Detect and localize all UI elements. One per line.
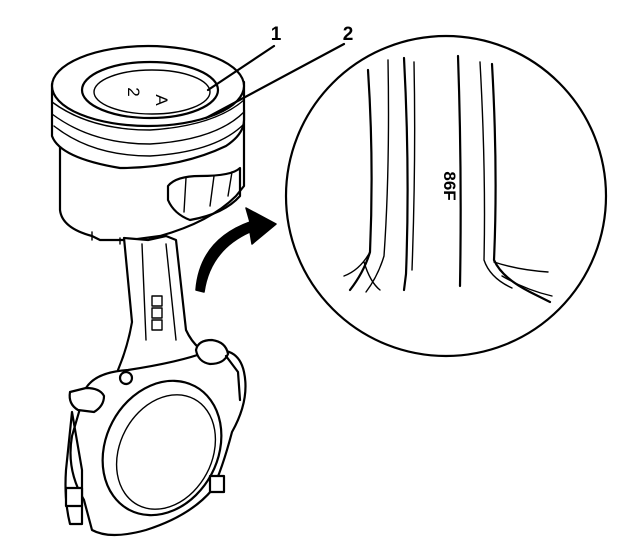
pin-boss-detail [183, 171, 233, 213]
rod-cap-bolt-right [194, 338, 230, 366]
rod-big-end-bore [101, 379, 223, 517]
rod-stamp-box-2 [151, 307, 163, 319]
callout-1-leader [206, 44, 276, 92]
callout-2-number: 2 [343, 24, 354, 45]
rod-identification-stamp: 86F [440, 171, 459, 200]
crown-mark-a: A [152, 94, 171, 106]
crown-mark-2: 2 [124, 87, 143, 96]
rod-oil-hole [118, 370, 134, 386]
piston-crown-bowl [93, 69, 211, 115]
detail-flare-right [493, 261, 553, 297]
rod-cap-nut-bottom [208, 474, 226, 494]
detail-beam-left-inner-2 [411, 61, 416, 271]
callout-2-leader [204, 42, 346, 120]
ring-groove-3 [53, 123, 245, 157]
detail-arrow [195, 207, 277, 293]
piston-crown-inner-ring [80, 60, 220, 120]
rod-big-end-bore-inner [115, 394, 217, 510]
ring-groove-1 [51, 99, 245, 131]
detail-beam-left-mid [365, 59, 390, 293]
rod-beam-rib-right [165, 243, 177, 341]
rod-cap-bolt-left [68, 386, 106, 414]
detail-beam-right-mid [479, 61, 513, 289]
callout-2: 2 [204, 24, 354, 120]
detail-circle [284, 34, 608, 358]
detail-arrow-body [195, 207, 277, 293]
detail-beam-left-inner [402, 56, 409, 292]
connecting-rod [64, 234, 247, 537]
rod-beam-rib-left [141, 243, 147, 341]
rod-stamp-box-1 [151, 295, 163, 307]
detail-beam-left-outer [348, 68, 373, 292]
detail-view: 86F [284, 34, 608, 358]
pin-boss [166, 166, 242, 222]
callout-1-number: 1 [271, 24, 282, 45]
rod-cap-bolt-right-shank [224, 354, 242, 402]
callout-1: 1 [206, 24, 282, 92]
ring-groove-2 [51, 111, 245, 145]
rod-cap-nut-left [64, 486, 84, 508]
detail-flare-left [343, 251, 381, 291]
detail-beam-right-inner [456, 54, 462, 288]
skirt-detail [91, 231, 121, 245]
rod-stamp-box-3 [151, 319, 163, 331]
piston: 2 A [50, 44, 246, 245]
